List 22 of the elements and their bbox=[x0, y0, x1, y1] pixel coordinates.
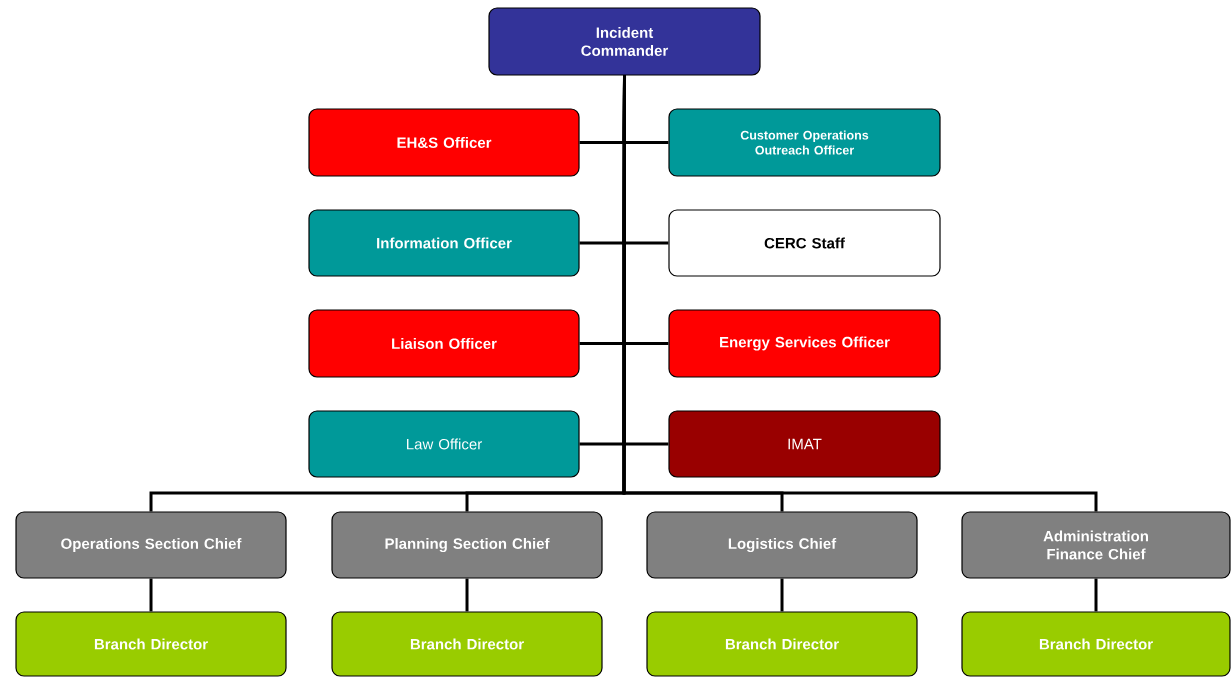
connector-line bbox=[1094, 578, 1098, 612]
connector-line bbox=[780, 578, 784, 612]
branch-director-box: Branch Director bbox=[961, 611, 1231, 677]
section-chief-box: Planning Section Chief bbox=[331, 511, 603, 579]
officer-box: EH&S Officer bbox=[308, 108, 580, 177]
connector-line bbox=[465, 578, 469, 612]
team-box: IMAT bbox=[668, 410, 941, 478]
officer-box: Customer Operations Outreach Officer bbox=[668, 108, 941, 177]
connector-line bbox=[622, 75, 1098, 512]
officer-box: Law Officer bbox=[308, 410, 580, 478]
branch-director-box: Branch Director bbox=[15, 611, 287, 677]
branch-director-box: Branch Director bbox=[646, 611, 918, 677]
commander-box: Incident Commander bbox=[488, 7, 761, 76]
section-chief-box: Operations Section Chief bbox=[15, 511, 287, 579]
connector-line bbox=[149, 578, 153, 612]
officer-box: Information Officer bbox=[308, 209, 580, 277]
section-chief-box: Administration Finance Chief bbox=[961, 511, 1231, 579]
branch-director-box: Branch Director bbox=[331, 611, 603, 677]
officer-box: Liaison Officer bbox=[308, 309, 580, 378]
staff-box: CERC Staff bbox=[668, 209, 941, 277]
officer-box: Energy Services Officer bbox=[668, 309, 941, 378]
section-chief-box: Logistics Chief bbox=[646, 511, 918, 579]
